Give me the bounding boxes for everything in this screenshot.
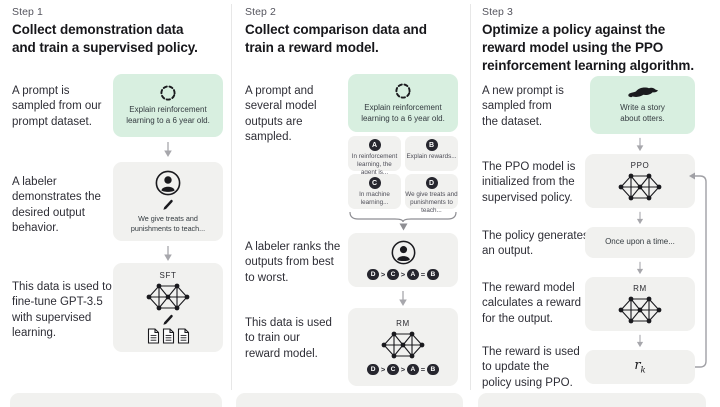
row-label: A labeler ranks the outputs from best to… [245,241,341,284]
down-arrow-icon [164,246,172,261]
pencil-icon [163,314,173,325]
reward-symbol: rk [634,358,646,376]
output-option-c: C In machine learning... [348,174,401,209]
option-text: Explain rewards... [406,153,457,160]
option-text: We give treats and punishments to teach.… [405,191,458,215]
prompt-box: Explain reinforcement learning to a 6 ye… [113,74,223,137]
sample-icon [395,83,411,99]
option-text: In reinforcement learning, the agent is.… [351,153,398,177]
row-label: The PPO model is initialized from the su… [482,161,576,204]
option-letter: A [368,139,381,151]
row-label: A new prompt is sampled from the dataset… [482,85,564,128]
down-arrow-icon [636,211,644,225]
rm-tag: RM [396,318,410,328]
output-option-b: B Explain rewards... [405,136,458,171]
reward-model-box: RM D > C > A = B [348,308,458,386]
step-label: Step 1 [12,6,43,18]
row-label: A prompt and several model outputs are s… [245,85,317,144]
ranking: D > C > A = B [367,268,439,281]
rank-letter: B [427,268,439,281]
row-label: A prompt is sampled from our prompt data… [12,85,102,128]
network-icon [381,331,425,359]
demo-text: We give treats and punishments to teach.… [130,214,206,233]
network-icon [618,296,662,323]
output-box: Once upon a time... [585,227,695,258]
step-heading: Optimize a policy against the reward mod… [482,22,694,73]
reward-value-box: rk [585,350,695,384]
column-divider [231,4,232,390]
down-arrow-icon [399,291,407,306]
row-label: The reward model calculates a reward for… [482,282,582,325]
network-icon [618,173,662,200]
documents-icon [147,328,190,344]
pencil-icon [163,199,173,210]
step-label: Step 2 [245,6,276,18]
option-letter: B [425,139,438,151]
down-arrow-icon [636,137,644,152]
down-arrow-icon [164,142,172,157]
option-text: In machine learning... [359,191,390,207]
rank-separator: > [380,364,386,374]
rank-letter: A [407,268,419,281]
option-letter: C [368,177,381,189]
row-label: This data is used to fine-tune GPT-3.5 w… [12,281,112,340]
rank-separator: = [420,269,426,279]
otter-icon [627,87,658,98]
row-label: The policy generates an output. [482,230,589,258]
rank-letter: B [427,363,439,376]
labeler-rank-box: D > C > A = B [348,233,458,287]
rank-separator: > [400,364,406,374]
rank-separator: = [420,364,426,374]
output-option-d: D We give treats and punishments to teac… [405,174,458,214]
rank-letter: C [387,363,399,376]
sft-tag: SFT [159,271,177,280]
ranking: D > C > A = B [367,363,439,376]
column-divider [470,4,471,390]
sample-icon [160,85,176,102]
prompt-text: Explain reinforcement learning to a 6 ye… [361,102,445,123]
bottom-band [236,393,463,407]
option-letter: D [425,177,438,189]
prompt-text: Explain reinforcement learning to a 6 ye… [126,105,210,125]
sft-box: SFT [113,263,223,352]
ppo-box: PPO [585,154,695,208]
labeler-icon [155,170,181,196]
bottom-band [478,393,706,407]
reward-model-box: RM [585,277,695,331]
row-label: A labeler demonstrates the desired outpu… [12,176,101,235]
network-icon [146,283,190,311]
prompt-box: Write a story about otters. [590,76,695,134]
output-text: Once upon a time... [605,237,675,247]
rank-letter: C [387,268,399,281]
output-option-a: A In reinforcement learning, the agent i… [348,136,401,176]
row-label: The reward is used to update the policy … [482,346,580,389]
rm-tag: RM [633,283,647,293]
ppo-tag: PPO [630,160,650,170]
rank-letter: A [407,363,419,376]
rank-separator: > [400,269,406,279]
bottom-band [10,393,222,407]
step-heading: Collect comparison data and train a rewa… [245,22,427,55]
rank-letter: D [367,363,379,376]
step-label: Step 3 [482,6,513,18]
loop-arrow [689,172,707,368]
step-heading: Collect demonstration data and train a s… [12,22,198,55]
labeler-demo-box: We give treats and punishments to teach.… [113,162,223,241]
row-label: This data is used to train our reward mo… [245,317,332,360]
brace-arrow-icon [399,223,408,231]
prompt-box: Explain reinforcement learning to a 6 ye… [348,74,458,132]
down-arrow-icon [636,334,644,348]
rank-separator: > [380,269,386,279]
rank-letter: D [367,268,379,281]
down-arrow-icon [636,261,644,275]
prompt-text: Write a story about otters. [620,103,665,123]
brace [349,212,457,222]
labeler-icon [391,240,415,265]
